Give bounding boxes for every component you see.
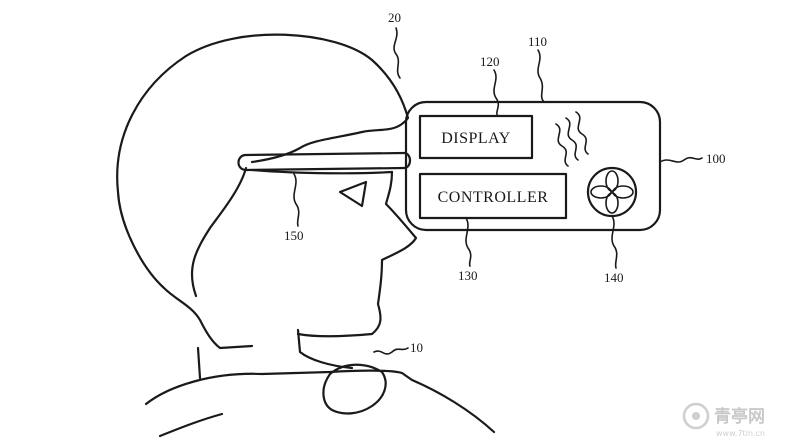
leader-110	[537, 49, 545, 103]
controller-label: CONTROLLER	[438, 189, 549, 206]
airflow-line-3	[575, 111, 589, 155]
leader-150	[293, 173, 300, 227]
face-profile	[296, 170, 418, 338]
hair-fringe	[190, 166, 248, 298]
controller-box	[418, 172, 568, 220]
leader-140	[611, 215, 618, 269]
ref-110: 110	[528, 34, 547, 49]
airflow-line-2	[565, 117, 579, 161]
display-label: DISPLAY	[441, 130, 511, 147]
leader-120	[493, 69, 500, 117]
leader-20	[393, 27, 401, 79]
hair-outline	[184, 33, 410, 164]
leader-10	[373, 347, 409, 355]
shoulders-outline	[144, 369, 496, 438]
ref-10: 10	[410, 340, 423, 355]
leader-130	[465, 217, 472, 267]
leader-100	[659, 156, 703, 163]
ref-150: 150	[284, 228, 304, 243]
airflow-line-1	[555, 123, 569, 167]
watermark-sub: www.7tin.cn	[716, 429, 765, 438]
hair-back	[116, 54, 254, 350]
ref-20: 20	[388, 10, 401, 25]
ref-140: 140	[604, 270, 624, 285]
display-box	[418, 114, 534, 160]
fan-icon	[586, 166, 638, 218]
ref-100: 100	[706, 151, 726, 166]
eye-shape	[338, 180, 368, 208]
watermark: 青亭网 www.7tin.cn	[682, 402, 765, 438]
watermark-text: 青亭网	[714, 406, 765, 427]
strap-lower-link	[250, 168, 394, 175]
user-shoulder-part	[322, 363, 387, 415]
device-housing	[404, 100, 662, 232]
strap-band	[237, 151, 412, 172]
watermark-logo-icon	[682, 402, 710, 430]
ref-120: 120	[480, 54, 500, 69]
ref-130: 130	[458, 268, 478, 283]
